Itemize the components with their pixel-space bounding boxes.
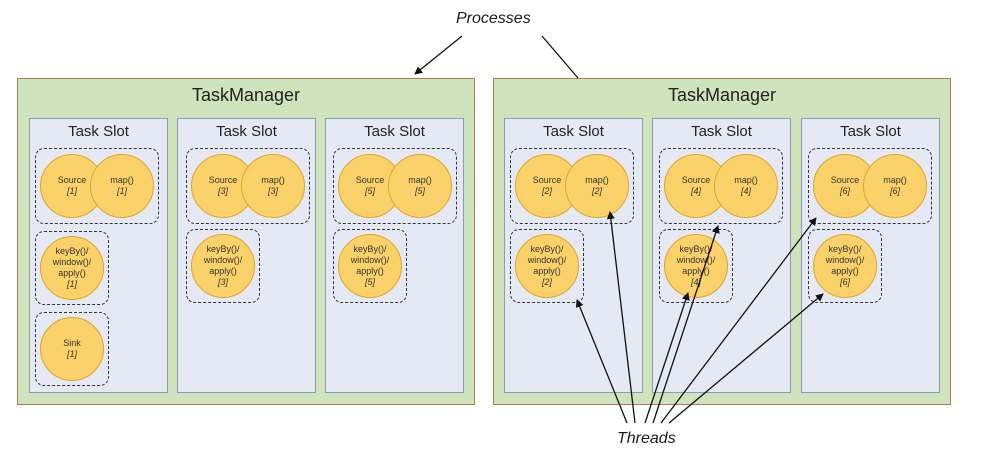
operator-index: [5] xyxy=(364,277,375,287)
chain-group xyxy=(510,229,584,303)
operator-name: keyBy()/ window()/ apply() xyxy=(825,244,865,276)
task-slot-title: Task Slot xyxy=(840,123,901,140)
task-slot-title: Task Slot xyxy=(364,123,425,140)
operator-index: [3] xyxy=(217,277,228,287)
operator-index: [6] xyxy=(839,277,850,287)
operator-map: map() [2] xyxy=(565,154,629,218)
operator-window: keyBy()/ window()/ apply() [3] xyxy=(191,234,255,298)
operator-window: keyBy()/ window()/ apply() [5] xyxy=(338,234,402,298)
operator-map: map() [4] xyxy=(714,154,778,218)
process-line xyxy=(541,35,579,79)
operator-index: [4] xyxy=(690,277,701,287)
task-slot-title: Task Slot xyxy=(691,123,752,140)
operator-index: [1] xyxy=(66,279,77,289)
operator-window: keyBy()/ window()/ apply() [2] xyxy=(515,234,579,298)
operator-index: [5] xyxy=(414,186,425,196)
operator-name: Sink xyxy=(63,338,81,348)
operator-window: keyBy()/ window()/ apply() [1] xyxy=(40,236,104,300)
operator-index: [4] xyxy=(740,186,751,196)
chain-group xyxy=(808,148,932,224)
threads-label: Threads xyxy=(617,430,676,447)
processes-label: Processes xyxy=(456,10,531,27)
operator-name: Source xyxy=(355,175,385,185)
operator-index: [3] xyxy=(217,186,228,196)
operator-index: [2] xyxy=(541,186,552,196)
operator-name: Source xyxy=(830,175,860,185)
operator-name: Source xyxy=(57,175,87,185)
chain-group xyxy=(333,229,407,303)
operator-window: keyBy()/ window()/ apply() [4] xyxy=(664,234,728,298)
chain-group xyxy=(35,231,109,305)
operator-index: [6] xyxy=(839,186,850,196)
chain-group xyxy=(186,229,260,303)
chain-group xyxy=(333,148,457,224)
operator-name: map() xyxy=(883,175,907,185)
operator-map: map() [1] xyxy=(90,154,154,218)
operator-name: keyBy()/ window()/ apply() xyxy=(350,244,390,276)
operator-name: keyBy()/ window()/ apply() xyxy=(527,244,567,276)
operator-index: [1] xyxy=(116,186,127,196)
chain-group xyxy=(186,148,310,224)
operator-name: map() xyxy=(408,175,432,185)
operator-index: [6] xyxy=(889,186,900,196)
operator-index: [1] xyxy=(66,186,77,196)
operator-index: [4] xyxy=(690,186,701,196)
operator-map: map() [5] xyxy=(388,154,452,218)
operator-window: keyBy()/ window()/ apply() [6] xyxy=(813,234,877,298)
operator-map: map() [3] xyxy=(241,154,305,218)
operator-name: map() xyxy=(734,175,758,185)
operator-name: map() xyxy=(261,175,285,185)
operator-name: keyBy()/ window()/ apply() xyxy=(676,244,716,276)
operator-index: [3] xyxy=(267,186,278,196)
taskmanager-title: TaskManager xyxy=(191,85,301,105)
operator-name: keyBy()/ window()/ apply() xyxy=(203,244,243,276)
operator-sink: Sink [1] xyxy=(40,317,104,381)
operator-name: keyBy()/ window()/ apply() xyxy=(52,246,92,278)
task-slot-title: Task Slot xyxy=(68,123,129,140)
process-arrow xyxy=(414,35,463,75)
operator-index: [2] xyxy=(591,186,602,196)
task-slot-title: Task Slot xyxy=(543,123,604,140)
chain-group xyxy=(35,312,109,386)
operator-index: [1] xyxy=(66,349,77,359)
operator-name: Source xyxy=(532,175,562,185)
operator-name: Source xyxy=(681,175,711,185)
operator-name: map() xyxy=(585,175,609,185)
taskmanager-title: TaskManager xyxy=(667,85,777,105)
chain-group xyxy=(510,148,634,224)
operator-index: [5] xyxy=(364,186,375,196)
operator-name: map() xyxy=(110,175,134,185)
task-slot-title: Task Slot xyxy=(216,123,277,140)
operator-name: Source xyxy=(208,175,238,185)
operator-map: map() [6] xyxy=(863,154,927,218)
chain-group xyxy=(35,148,159,224)
operator-index: [2] xyxy=(541,277,552,287)
